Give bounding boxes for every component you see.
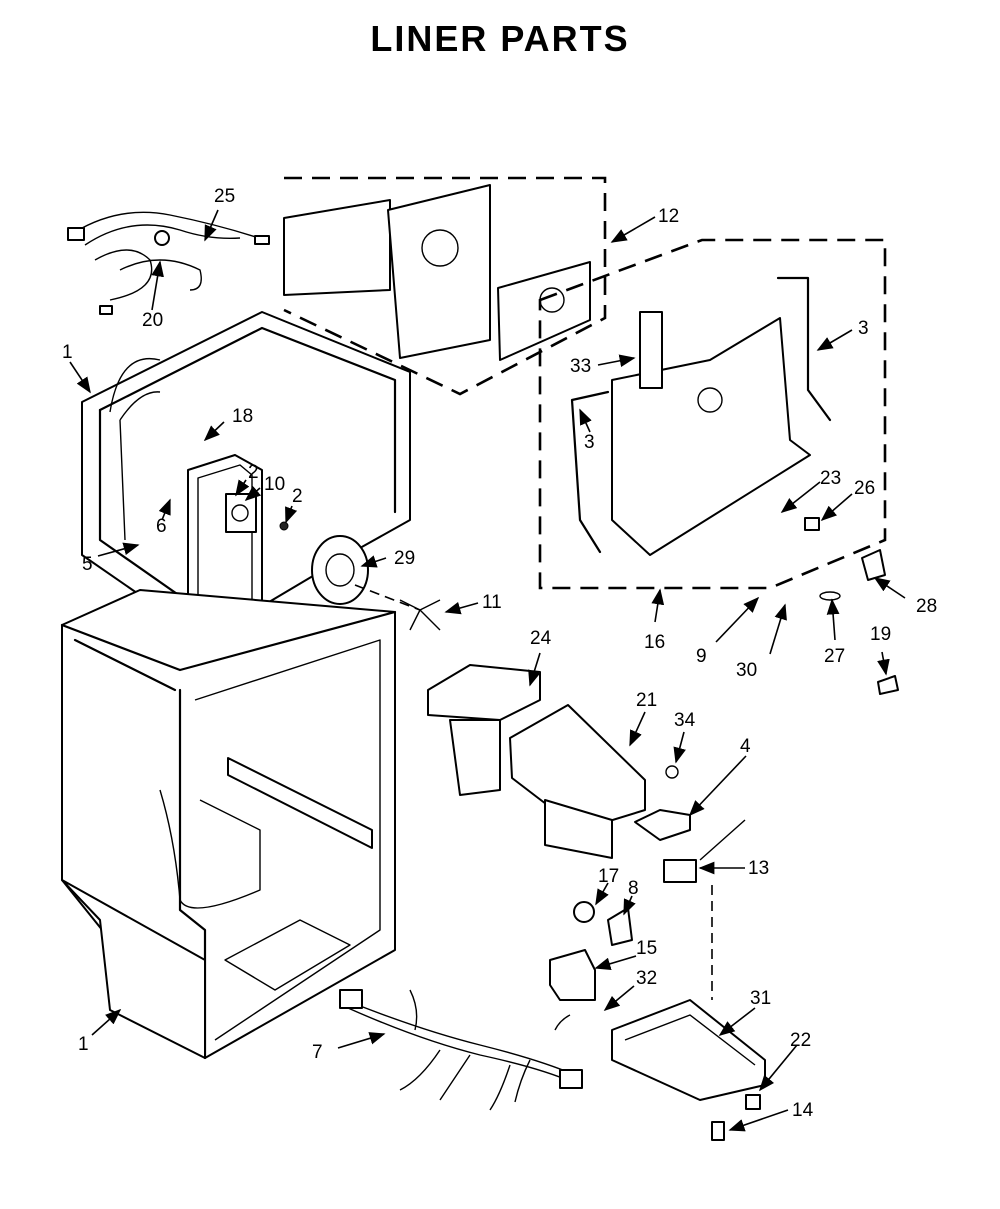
- callout-6: 6: [156, 516, 167, 537]
- callout-17: 17: [598, 866, 619, 887]
- callout-12: 12: [658, 206, 679, 227]
- fan-shroud-29: [311, 535, 441, 631]
- callout-22: 22: [790, 1030, 811, 1051]
- callout-1-upper: 1: [62, 342, 73, 363]
- harness-20-25: [67, 211, 270, 315]
- callout-30: 30: [736, 660, 757, 681]
- callout-33: 33: [570, 356, 591, 377]
- callout-27: 27: [824, 646, 845, 667]
- callout-32: 32: [636, 968, 657, 989]
- callout-14: 14: [792, 1100, 814, 1121]
- callout-29: 29: [394, 548, 415, 569]
- callout-13: 13: [748, 858, 769, 879]
- callout-24: 24: [530, 628, 552, 649]
- callout-7: 7: [312, 1042, 323, 1063]
- callout-34: 34: [674, 710, 696, 731]
- callout-4: 4: [740, 736, 751, 757]
- callout-3-left: 3: [584, 432, 595, 453]
- part-group-12: [283, 176, 607, 396]
- callout-28: 28: [916, 596, 937, 617]
- callout-9: 9: [696, 646, 707, 667]
- part-group-16: [538, 238, 887, 590]
- leader-lines: [69, 209, 906, 1132]
- callout-15: 15: [636, 938, 657, 959]
- callout-3-right: 3: [858, 318, 869, 339]
- callout-19: 19: [870, 624, 891, 645]
- callout-20: 20: [142, 310, 163, 331]
- crisper-cover-24: [427, 664, 541, 796]
- harness-7: [339, 989, 583, 1111]
- callout-18: 18: [232, 406, 253, 427]
- callout-21: 21: [636, 690, 657, 711]
- fan-motor-10: [225, 493, 289, 533]
- callout-2-b: 2: [292, 486, 303, 507]
- callout-labels: 1 1 2 2 3 3 4 5 6 7 8 9 10 11 12 13 14 1…: [62, 186, 937, 1121]
- callout-2-a: 2: [248, 462, 259, 483]
- callout-10: 10: [264, 474, 285, 495]
- callout-26: 26: [854, 478, 875, 499]
- callout-1-lower: 1: [78, 1034, 89, 1055]
- callout-23: 23: [820, 468, 841, 489]
- diagram-title: LINER PARTS: [370, 18, 630, 59]
- small-parts: [549, 517, 899, 1141]
- shelf-21: [509, 704, 646, 859]
- callout-5: 5: [82, 554, 93, 575]
- callout-25: 25: [214, 186, 235, 207]
- callout-8: 8: [628, 878, 639, 899]
- refrigerator-liner: [60, 589, 397, 1060]
- callout-11: 11: [482, 592, 502, 613]
- callout-31: 31: [750, 988, 771, 1009]
- callout-16: 16: [644, 632, 665, 653]
